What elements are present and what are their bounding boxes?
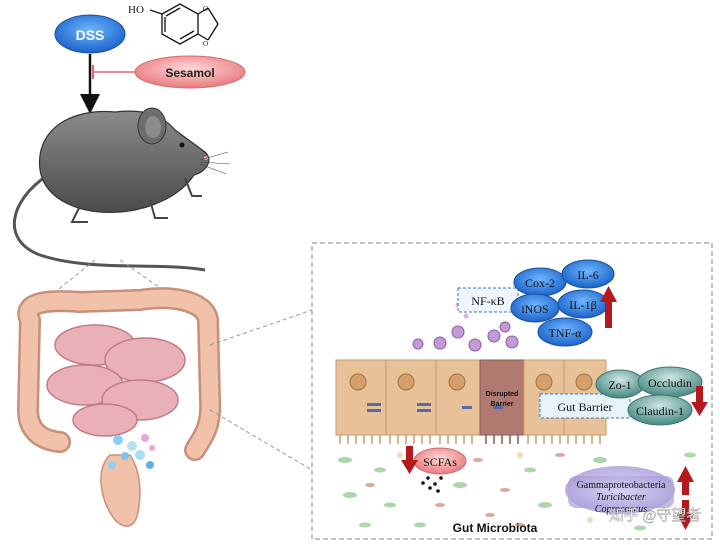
ho-label: HO xyxy=(128,4,144,16)
il6-label: IL-6 xyxy=(577,268,598,282)
mouse-icon xyxy=(12,107,231,272)
scfas-label: SCFAs xyxy=(423,455,457,469)
svg-text:O: O xyxy=(203,40,208,48)
inos-label: iNOS xyxy=(521,302,548,316)
down-arrow-icon xyxy=(691,386,708,416)
coprococcus-label: Coprococcus xyxy=(595,504,648,515)
sesamol-structure-icon: O O xyxy=(149,3,219,48)
zo1-label: Zo-1 xyxy=(608,378,631,392)
watermark: 知乎 @守望者 xyxy=(609,507,702,524)
sesamol-label: Sesamol xyxy=(165,66,214,80)
up-down-arrow-icon xyxy=(677,466,694,530)
sesamol-node: Sesamol xyxy=(134,55,246,89)
nfkb-label: NF-κB xyxy=(471,294,504,308)
occludin-label: Occludin xyxy=(648,376,692,390)
dss-label: DSS xyxy=(76,27,105,43)
cox2-label: Cox-2 xyxy=(525,276,555,290)
turicibacter-label: Turicibacter xyxy=(596,492,646,503)
nfkb-box: NF-κB xyxy=(457,287,519,313)
disrupted-label: Disrupted xyxy=(486,391,519,398)
scfa-dots xyxy=(421,476,443,493)
mediator-spheres xyxy=(412,321,519,352)
zoom-line xyxy=(44,259,96,301)
svg-text:O: O xyxy=(203,5,208,13)
epithelium xyxy=(335,359,607,444)
zoom-line xyxy=(209,309,313,346)
tight-junction-cluster: Zo-1 Occludin Claudin-1 xyxy=(595,366,703,426)
dss-node: DSS xyxy=(54,14,126,54)
taxa-box: Gammaproteobacteria Turicibacter Coproco… xyxy=(565,466,675,515)
claudin1-label: Claudin-1 xyxy=(636,404,684,418)
zoom-line xyxy=(209,409,313,471)
scfas-node: SCFAs xyxy=(413,447,467,475)
down-arrow-icon xyxy=(401,446,418,474)
disrupted-label: Barrier xyxy=(491,401,514,408)
cytokine-cluster: Cox-2 IL-6 iNOS IL-1β TNF-α xyxy=(510,259,615,347)
tnfa-label: TNF-α xyxy=(549,326,583,340)
gamma-label: Gammaproteobacteria xyxy=(577,480,666,491)
microbiota-title: Gut Microbiota xyxy=(453,521,538,535)
intestine-icon xyxy=(16,287,222,527)
up-arrow-icon xyxy=(600,286,617,328)
il1b-label: IL-1β xyxy=(569,298,596,312)
gut-barrier-label: Gut Barrier xyxy=(558,400,613,414)
